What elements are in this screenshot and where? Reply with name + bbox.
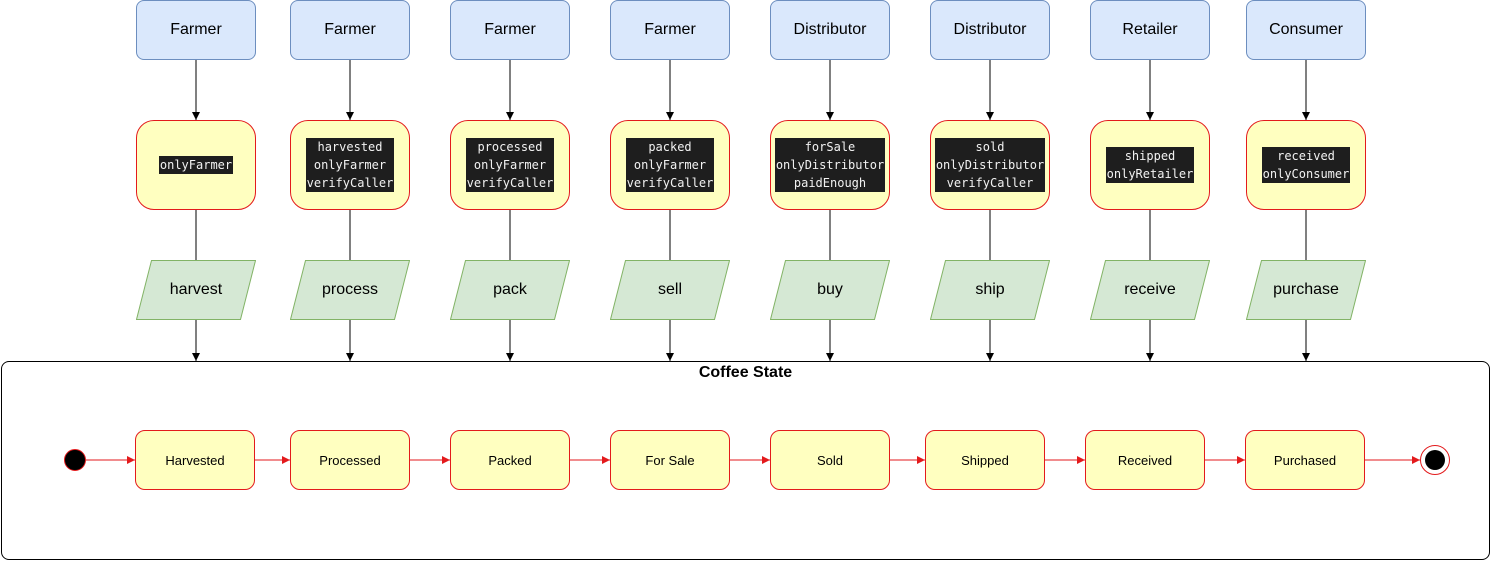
actor-farmer: Farmer [450, 0, 570, 60]
state-shipped: Shipped [925, 430, 1045, 490]
guard-line: forSale [804, 140, 856, 154]
guard-code-block: onlyFarmer [158, 156, 234, 174]
state-sold: Sold [770, 430, 890, 490]
state-for-sale: For Sale [610, 430, 730, 490]
coffee-state-container [1, 361, 1490, 560]
guard-line: onlyFarmer [313, 158, 387, 172]
guard-line: onlyFarmer [633, 158, 707, 172]
guard-modifiers-process: harvested onlyFarmer verifyCaller [290, 120, 410, 210]
actor-farmer: Farmer [136, 0, 256, 60]
action-receive: receive [1090, 260, 1210, 320]
action-label: buy [817, 281, 843, 298]
action-label: harvest [169, 281, 223, 298]
guard-code-block: packed onlyFarmer verifyCaller [625, 138, 715, 192]
action-parallelogram [136, 260, 256, 320]
final-state-core [1425, 450, 1445, 470]
action-parallelogram [610, 260, 730, 320]
guard-modifiers-receive: shipped onlyRetailer [1090, 120, 1210, 210]
action-label: process [321, 281, 379, 298]
actor-distributor: Distributor [930, 0, 1050, 60]
guard-code-block: received onlyConsumer [1261, 147, 1351, 183]
action-purchase: purchase [1246, 260, 1366, 320]
state-processed: Processed [290, 430, 410, 490]
guard-line: onlyConsumer [1262, 167, 1350, 181]
action-label: ship [975, 281, 1005, 298]
actor-consumer: Consumer [1246, 0, 1366, 60]
state-purchased: Purchased [1245, 430, 1365, 490]
guard-line: onlyDistributor [935, 158, 1045, 172]
state-packed: Packed [450, 430, 570, 490]
guard-line: verifyCaller [466, 176, 554, 190]
action-parallelogram [1246, 260, 1366, 320]
guard-modifiers-buy: forSale onlyDistributor paidEnough [770, 120, 890, 210]
guard-line: packed [648, 140, 692, 154]
guard-code-block: processed onlyFarmer verifyCaller [465, 138, 555, 192]
action-sell: sell [610, 260, 730, 320]
guard-line: received [1277, 149, 1335, 163]
action-label: purchase [1273, 281, 1339, 298]
action-parallelogram [450, 260, 570, 320]
action-harvest: harvest [136, 260, 256, 320]
initial-state [64, 449, 86, 471]
coffee-state-title: Coffee State [698, 364, 793, 381]
guard-modifiers-harvest: onlyFarmer [136, 120, 256, 210]
action-pack: pack [450, 260, 570, 320]
action-ship: ship [930, 260, 1050, 320]
guard-code-block: harvested onlyFarmer verifyCaller [305, 138, 395, 192]
action-parallelogram [1090, 260, 1210, 320]
action-label: pack [493, 281, 527, 298]
guard-line: onlyFarmer [473, 158, 547, 172]
guard-line: onlyFarmer [159, 158, 233, 172]
action-process: process [290, 260, 410, 320]
guard-modifiers-ship: sold onlyDistributor verifyCaller [930, 120, 1050, 210]
state-harvested: Harvested [135, 430, 255, 490]
state-received: Received [1085, 430, 1205, 490]
action-parallelogram [770, 260, 890, 320]
action-parallelogram [290, 260, 410, 320]
guard-line: verifyCaller [306, 176, 394, 190]
action-label: receive [1124, 281, 1176, 298]
guard-line: paidEnough [793, 176, 867, 190]
guard-line: verifyCaller [626, 176, 714, 190]
actor-farmer: Farmer [610, 0, 730, 60]
action-parallelogram [930, 260, 1050, 320]
guard-line: shipped [1124, 149, 1176, 163]
guard-modifiers-pack: processed onlyFarmer verifyCaller [450, 120, 570, 210]
actor-distributor: Distributor [770, 0, 890, 60]
guard-code-block: sold onlyDistributor verifyCaller [934, 138, 1046, 192]
guard-modifiers-purchase: received onlyConsumer [1246, 120, 1366, 210]
actor-farmer: Farmer [290, 0, 410, 60]
guard-code-block: forSale onlyDistributor paidEnough [774, 138, 886, 192]
actor-retailer: Retailer [1090, 0, 1210, 60]
guard-line: verifyCaller [946, 176, 1034, 190]
guard-line: onlyDistributor [775, 158, 885, 172]
guard-modifiers-sell: packed onlyFarmer verifyCaller [610, 120, 730, 210]
action-buy: buy [770, 260, 890, 320]
guard-line: processed [477, 140, 543, 154]
guard-code-block: shipped onlyRetailer [1105, 147, 1195, 183]
guard-line: harvested [317, 140, 383, 154]
action-label: sell [657, 281, 682, 298]
guard-line: onlyRetailer [1106, 167, 1194, 181]
guard-line: sold [975, 140, 1005, 154]
